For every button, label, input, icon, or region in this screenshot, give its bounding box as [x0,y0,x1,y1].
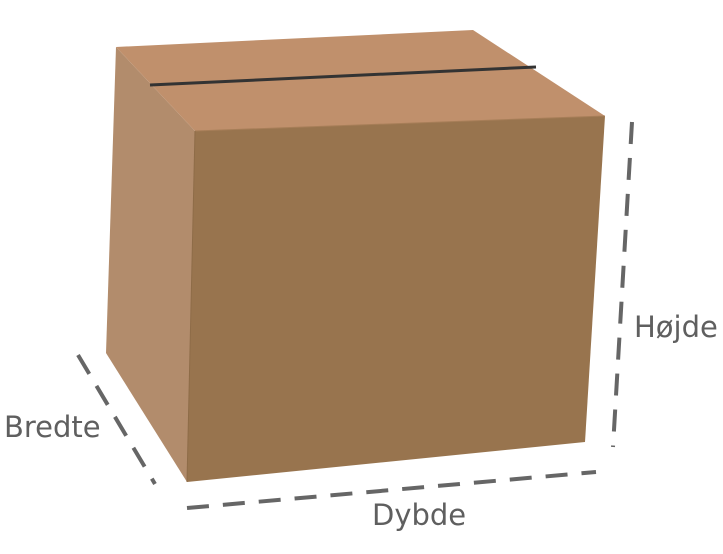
box-front-face [187,116,605,482]
width-label: Bredte [4,410,101,444]
box-edge-top-front [194,115,606,132]
box-top-face [116,30,605,131]
depth-dimension-line [186,470,597,510]
box-side-face [106,47,195,482]
width-dimension-line [76,353,157,486]
depth-label: Dybde [372,498,467,532]
box-edge-side-front [186,130,196,483]
height-label: Højde [634,310,718,344]
height-dimension-line [611,121,634,448]
tape-line [149,65,537,87]
